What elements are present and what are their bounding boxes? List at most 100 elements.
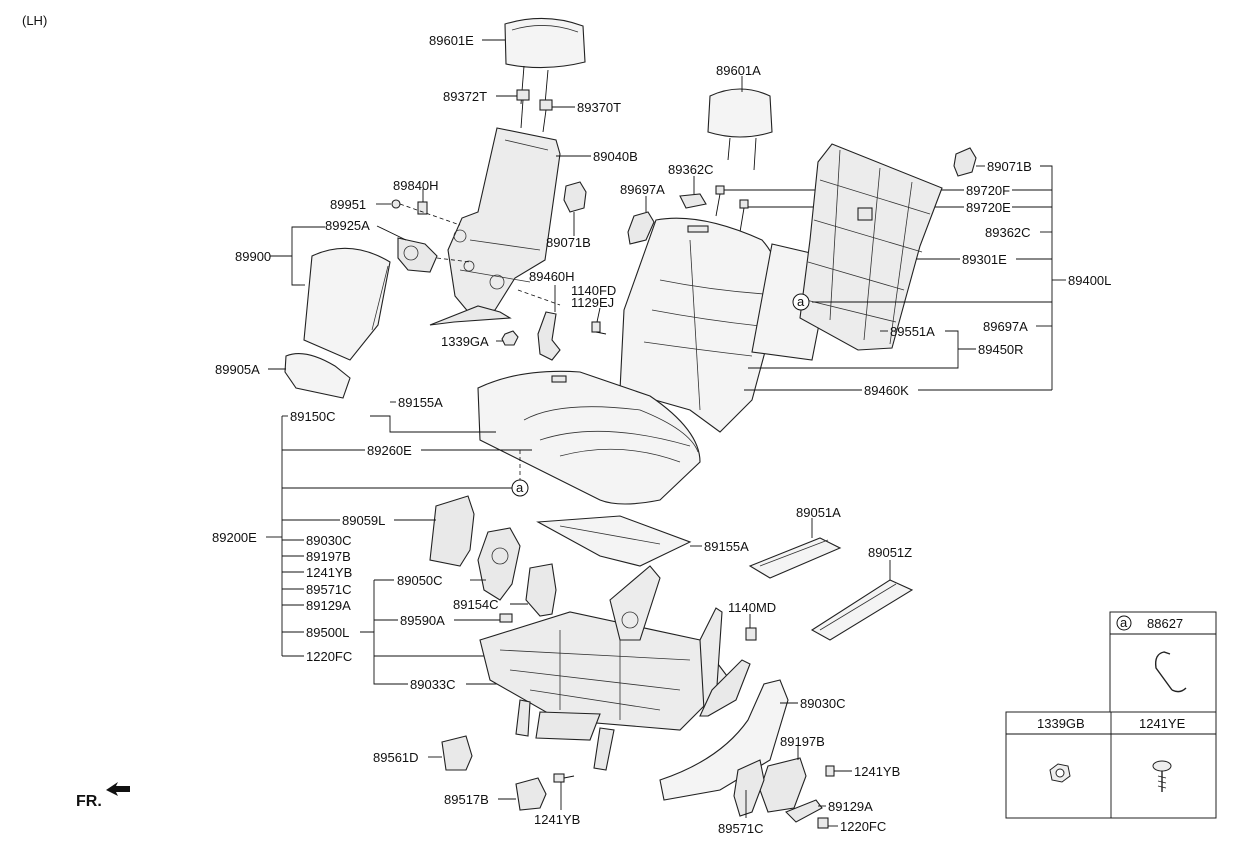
- legend-table: [1005, 611, 1217, 819]
- label-89400L: 89400L: [1068, 273, 1111, 288]
- callout-a-seat-text: a: [516, 480, 524, 495]
- label-89720E: 89720E: [966, 200, 1011, 215]
- headrest-left-part: [504, 17, 586, 105]
- label-89590A: 89590A: [400, 613, 445, 628]
- legend-callout-a-text: a: [1120, 615, 1128, 630]
- front-arrow-icon: [106, 782, 130, 796]
- label-89033C: 89033C: [410, 677, 456, 692]
- clip-1220FC: [817, 817, 829, 829]
- label-89071B-right: 89071B: [987, 159, 1032, 174]
- label-1220FC-right: 1220FC: [840, 819, 886, 834]
- seatback-frame-left: [429, 127, 561, 326]
- escutcheon-89362C: [679, 193, 707, 209]
- label-1241YB-left: 1241YB: [306, 565, 352, 580]
- knob-89197B: [759, 757, 807, 813]
- label-89197B-left: 89197B: [306, 549, 351, 564]
- label-89155A-mid: 89155A: [704, 539, 749, 554]
- label-89500L: 89500L: [306, 625, 349, 640]
- label-89601E: 89601E: [429, 33, 474, 48]
- label-89051Z: 89051Z: [868, 545, 912, 560]
- label-89571C-left: 89571C: [306, 582, 352, 597]
- label-89155A-top: 89155A: [398, 395, 443, 410]
- label-1339GA: 1339GA: [441, 334, 489, 349]
- label-1220FC-left: 1220FC: [306, 649, 352, 664]
- handle-89571C: [733, 759, 765, 817]
- track-cover-89051A: [748, 537, 842, 579]
- hinge-cover-left-part: [563, 181, 587, 213]
- label-89905A: 89905A: [215, 362, 260, 377]
- label-89925A: 89925A: [325, 218, 370, 233]
- nut-icon: [1049, 763, 1071, 783]
- label-89040B: 89040B: [593, 149, 638, 164]
- label-89571C-right: 89571C: [718, 821, 764, 836]
- label-89301E: 89301E: [962, 252, 1007, 267]
- label-89059L: 89059L: [342, 513, 385, 528]
- callout-a-seatback: [792, 293, 810, 311]
- legend-part-1339GB: 1339GB: [1037, 716, 1085, 731]
- label-89697A-right: 89697A: [983, 319, 1028, 334]
- seatback-frame-right: [799, 143, 943, 351]
- label-1140MD: 1140MD: [728, 600, 776, 615]
- cover-89050C: [477, 527, 521, 601]
- bolt-1140MD: [745, 627, 757, 641]
- label-1140FD: 1140FD: [571, 283, 616, 298]
- seat-cushion-part: [477, 370, 701, 505]
- label-89071B-left: 89071B: [546, 235, 591, 250]
- pin-89840H: [417, 201, 428, 215]
- bolt-1140FD: [591, 321, 607, 335]
- label-89051A: 89051A: [796, 505, 841, 520]
- label-89372T: 89372T: [443, 89, 487, 104]
- screw-1241YB-bottom: [553, 773, 575, 783]
- seat-track-frame: [479, 565, 731, 771]
- label-89362C-top: 89362C: [668, 162, 714, 177]
- label-89450R: 89450R: [978, 342, 1024, 357]
- legend-part-1241YE: 1241YE: [1139, 716, 1186, 731]
- legend-part-88627: 88627: [1147, 616, 1183, 631]
- label-89720F: 89720F: [966, 183, 1010, 198]
- cap-89951: [391, 199, 401, 209]
- seat-pan-89155A: [536, 515, 692, 567]
- label-89561D: 89561D: [373, 750, 419, 765]
- label-89460H: 89460H: [529, 269, 575, 284]
- label-89154C: 89154C: [453, 597, 499, 612]
- cover-89154C: [525, 563, 557, 617]
- headrest-right-part: [707, 88, 773, 171]
- front-label: FR.: [76, 793, 102, 810]
- side-label: (LH): [22, 13, 47, 28]
- label-89370T: 89370T: [577, 100, 621, 115]
- label-89197B-right: 89197B: [780, 734, 825, 749]
- label-89900: 89900: [235, 249, 271, 264]
- label-89050C: 89050C: [397, 573, 443, 588]
- label-89362C-right: 89362C: [985, 225, 1031, 240]
- callout-a-seat: [511, 479, 529, 497]
- seatback-cushion-part: [619, 217, 781, 433]
- trim-89129A: [785, 799, 823, 823]
- hook-wire-icon: [1154, 651, 1173, 691]
- track-cover-89051Z: [810, 579, 914, 641]
- label-89030C-left: 89030C: [306, 533, 352, 548]
- label-1241YB-bottom: 1241YB: [534, 812, 580, 827]
- callout-a-seatback-text: a: [797, 294, 805, 309]
- label-89601A: 89601A: [716, 63, 761, 78]
- label-89840H: 89840H: [393, 178, 439, 193]
- label-89951: 89951: [330, 197, 366, 212]
- label-89697A-top: 89697A: [620, 182, 665, 197]
- lever-89697A: [627, 211, 655, 245]
- clip-89590A: [499, 613, 513, 623]
- hinge-cover-right-part: [953, 147, 977, 177]
- label-89517B: 89517B: [444, 792, 489, 807]
- label-1241YB-right: 1241YB: [854, 764, 900, 779]
- armrest-latch-part: [397, 237, 438, 273]
- guide-89720F: [715, 185, 725, 217]
- label-89129A-left: 89129A: [306, 598, 351, 613]
- label-89200E: 89200E: [212, 530, 257, 545]
- label-89551A: 89551A: [890, 324, 935, 339]
- cover-89517B: [515, 777, 547, 811]
- shield-89030C: [659, 679, 789, 801]
- label-89460K: 89460K: [864, 383, 909, 398]
- headrest-guides: [516, 89, 553, 133]
- label-89150C: 89150C: [290, 409, 336, 424]
- armrest-cover-part: [284, 353, 351, 399]
- bracket-89460H: [537, 311, 561, 361]
